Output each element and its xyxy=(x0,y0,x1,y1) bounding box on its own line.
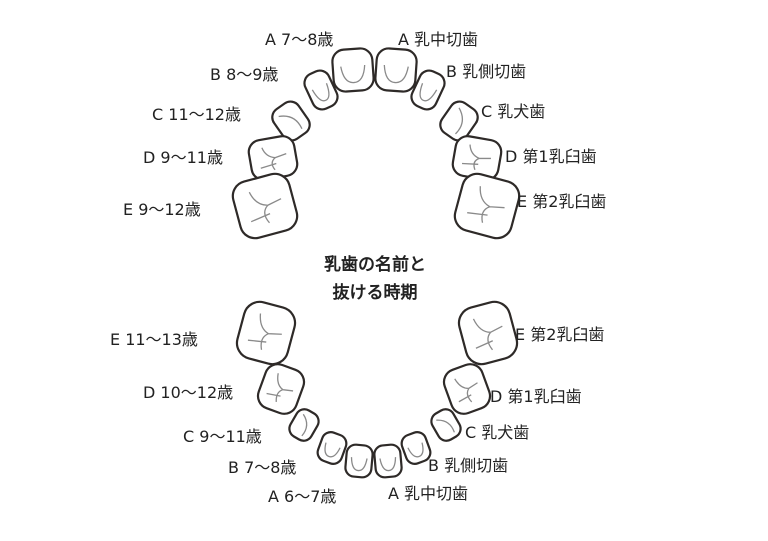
title-line-1: 乳歯の名前と xyxy=(324,255,426,275)
upper-c-name: C 乳犬歯 xyxy=(481,102,546,121)
upper-left-c-tooth xyxy=(271,100,311,142)
upper-right-e-tooth xyxy=(453,172,521,240)
upper-c-age: C 11〜12歳 xyxy=(152,105,241,124)
upper-b-age: B 8〜9歳 xyxy=(210,65,279,84)
upper-right-b-tooth xyxy=(410,69,446,111)
title-line-2: 抜ける時期 xyxy=(332,283,418,303)
lower-b-age: B 7〜8歳 xyxy=(228,458,297,477)
upper-b-name: B 乳側切歯 xyxy=(446,62,527,81)
lower-e-name: E 第2乳臼歯 xyxy=(515,325,605,344)
upper-a-age: A 7〜8歳 xyxy=(265,30,334,49)
lower-left-c-tooth xyxy=(288,408,320,442)
upper-d-name: D 第1乳臼歯 xyxy=(505,147,597,166)
upper-a-name: A 乳中切歯 xyxy=(398,30,479,49)
upper-d-age: D 9〜11歳 xyxy=(143,148,223,167)
lower-b-name: B 乳側切歯 xyxy=(428,456,509,475)
upper-right-a-tooth xyxy=(374,47,418,93)
lower-a-age: A 6〜7歳 xyxy=(268,487,337,506)
upper-e-age: E 9〜12歳 xyxy=(123,200,201,219)
lower-right-e-tooth xyxy=(457,300,519,366)
lower-c-name: C 乳犬歯 xyxy=(465,423,530,442)
lower-right-b-tooth xyxy=(400,431,432,465)
lower-d-age: D 10〜12歳 xyxy=(143,383,234,402)
lower-e-age: E 11〜13歳 xyxy=(110,330,198,349)
lower-left-d-tooth xyxy=(256,363,306,415)
lower-right-d-tooth xyxy=(442,363,492,415)
lower-left-a-tooth xyxy=(344,443,374,479)
lower-a-name: A 乳中切歯 xyxy=(388,484,469,503)
lower-c-age: C 9〜11歳 xyxy=(183,427,262,446)
lower-left-b-tooth xyxy=(316,431,348,465)
lower-right-c-tooth xyxy=(430,408,462,442)
upper-e-name: E 第2乳臼歯 xyxy=(517,192,607,211)
lower-left-e-tooth xyxy=(235,300,297,366)
upper-left-e-tooth xyxy=(231,172,299,240)
upper-right-c-tooth xyxy=(439,100,479,142)
upper-left-a-tooth xyxy=(331,47,375,93)
lower-right-a-tooth xyxy=(373,443,403,479)
lower-d-name: D 第1乳臼歯 xyxy=(490,387,582,406)
upper-left-b-tooth xyxy=(303,69,339,111)
